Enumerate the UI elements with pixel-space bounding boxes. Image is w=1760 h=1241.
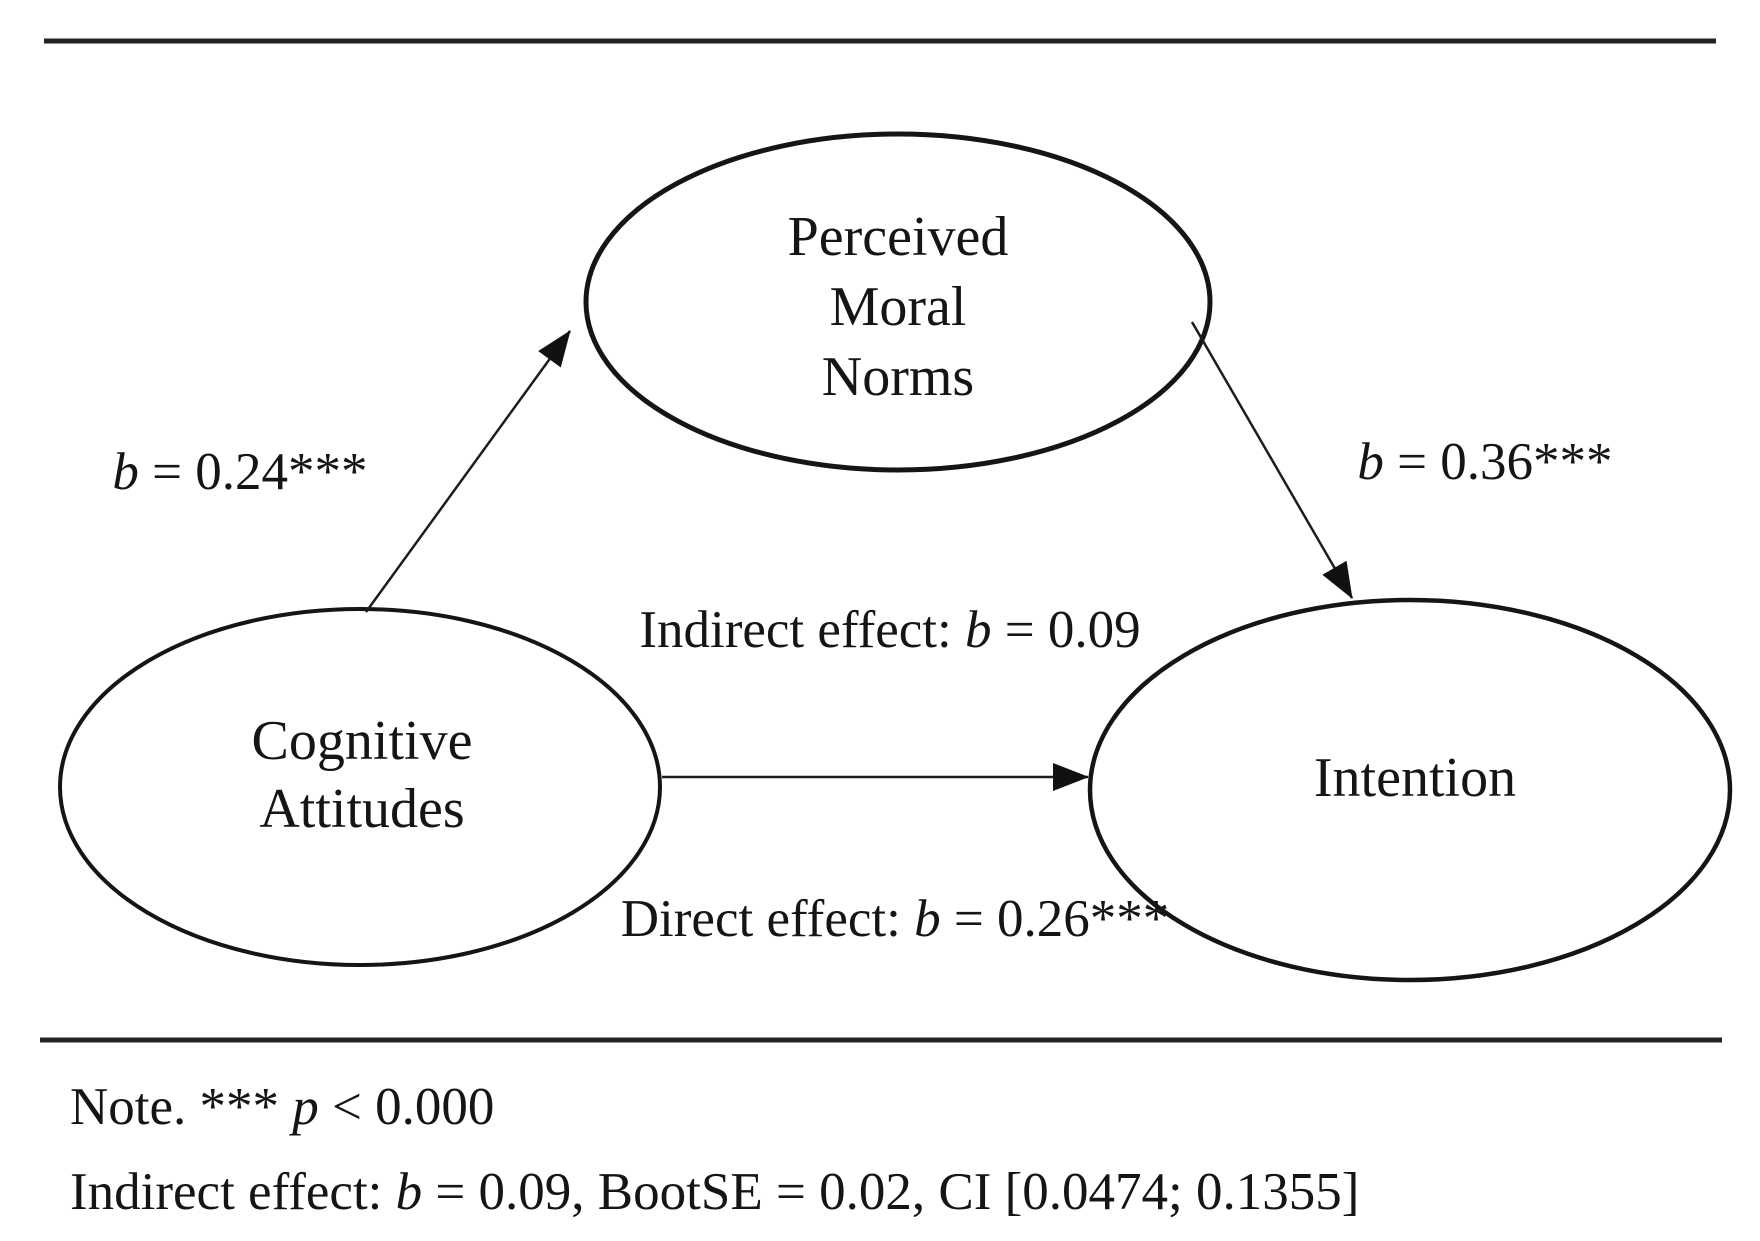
note-line1-p-symbol: p bbox=[288, 1078, 319, 1136]
note-significance-line: Note. *** p < 0.000 bbox=[70, 1078, 494, 1136]
outcome-node-ellipse bbox=[1087, 597, 1733, 983]
path-a-arrow bbox=[364, 330, 572, 613]
direct-effect-prefix: Direct effect: bbox=[621, 890, 914, 948]
path-a-coef-value: = 0.24*** bbox=[139, 443, 368, 501]
predictor-label-line1: Cognitive bbox=[252, 710, 473, 772]
direct-effect-coef-symbol: b bbox=[914, 890, 941, 948]
mediator-label-line3: Norms bbox=[822, 346, 974, 408]
direct-effect-label: Direct effect: b = 0.26*** bbox=[621, 890, 1169, 948]
direct-effect-value: = 0.26*** bbox=[941, 890, 1170, 948]
mediator-node-ellipse bbox=[583, 131, 1213, 473]
outcome-node-label: Intention bbox=[1314, 747, 1516, 809]
note-indirect-effect-line: Indirect effect: b = 0.09, BootSE = 0.02… bbox=[70, 1163, 1359, 1221]
indirect-effect-label: Indirect effect: b = 0.09 bbox=[639, 601, 1140, 659]
note-line1-prefix: Note. *** bbox=[70, 1078, 292, 1136]
indirect-effect-prefix: Indirect effect: bbox=[639, 601, 965, 659]
indirect-effect-coef-symbol: b bbox=[965, 601, 992, 659]
mediator-label-line2: Moral bbox=[830, 276, 967, 338]
note-line1-value: < 0.000 bbox=[319, 1078, 495, 1136]
indirect-effect-value: = 0.09 bbox=[992, 601, 1141, 659]
note-line2-value: = 0.09, BootSE = 0.02, CI [0.0474; 0.135… bbox=[422, 1163, 1359, 1221]
path-b-coef-symbol: b bbox=[1357, 433, 1384, 491]
path-b-coef-value: = 0.36*** bbox=[1384, 433, 1613, 491]
predictor-node-ellipse bbox=[58, 607, 662, 967]
mediator-label-line1: Perceived bbox=[788, 206, 1009, 268]
mediator-node-label: Perceived Moral Norms bbox=[788, 206, 1009, 408]
note-line2-b-symbol: b bbox=[396, 1163, 423, 1221]
predictor-node-label: Cognitive Attitudes bbox=[252, 710, 473, 840]
path-b-arrow bbox=[1190, 321, 1354, 599]
predictor-label-line2: Attitudes bbox=[259, 778, 464, 840]
path-a-coef-symbol: b bbox=[112, 443, 139, 501]
path-b-coefficient-label: b = 0.36*** bbox=[1357, 433, 1612, 491]
path-a-coefficient-label: b = 0.24*** bbox=[112, 443, 367, 501]
note-line2-prefix: Indirect effect: bbox=[70, 1163, 396, 1221]
